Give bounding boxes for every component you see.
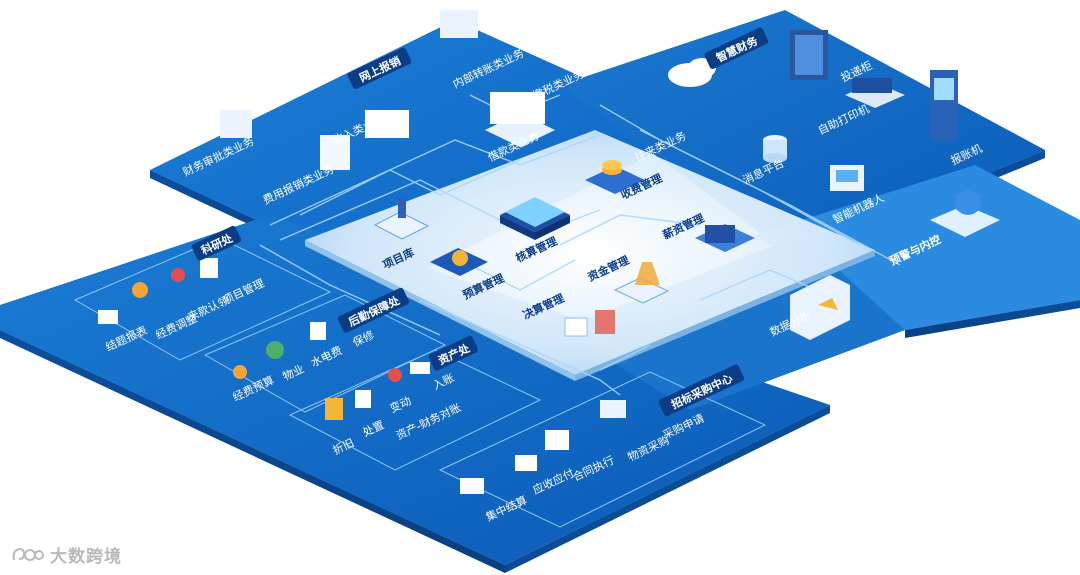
watermark-logo-icon	[10, 544, 44, 566]
robot-icon	[830, 165, 864, 191]
delivery-cabinet-icon	[790, 30, 828, 80]
watermark: 大数跨境	[10, 542, 122, 567]
receipt-machine-icon	[930, 70, 958, 140]
watermark-text: 大数跨境	[50, 542, 122, 567]
